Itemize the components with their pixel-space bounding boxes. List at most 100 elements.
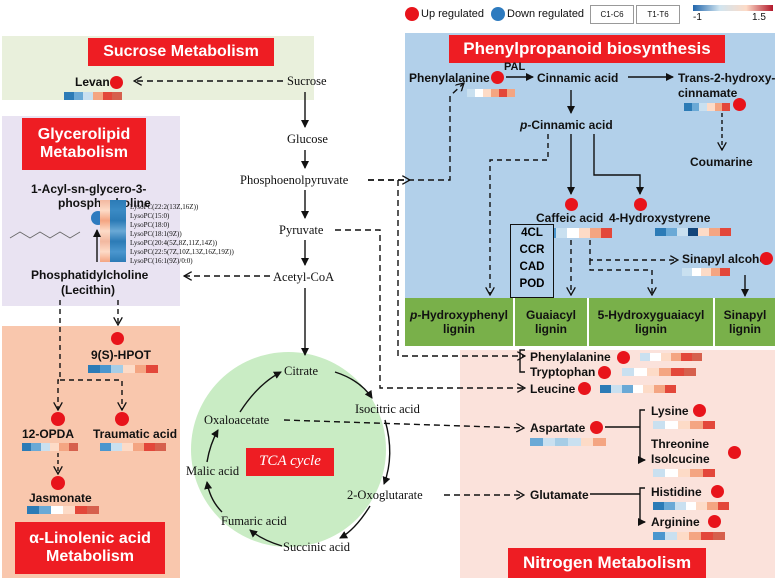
color-scale-min: -1: [693, 12, 702, 23]
succinic-acid-node: Succinic acid: [283, 540, 350, 554]
caffeic-acid-label: Caffeic acid: [536, 211, 604, 225]
pal-enzyme-label: PAL: [504, 61, 526, 73]
control-legend-box: C1-C6: [590, 5, 634, 24]
down-regulated-legend-dot: [491, 7, 505, 21]
arrow-caffeic-hydroxyguaiacyl: [589, 260, 652, 295]
p-cinnamic-acid-label: p-Cinnamic acid: [520, 118, 613, 132]
lysine-up-dot: [693, 404, 706, 417]
malic-acid-node: Malic acid: [186, 464, 240, 478]
color-scale-bar: [693, 5, 773, 11]
phenylalanine-label: Phenylalanine: [409, 71, 490, 85]
citrate-node: Citrate: [284, 364, 319, 378]
sucrose-node: Sucrose: [287, 74, 327, 88]
phosphatidylcholine-label-line2: (Lecithin): [61, 283, 115, 297]
sinapyl-lignin-line1: Sinapyl: [723, 307, 767, 322]
cinnamic-acid-label: Cinnamic acid: [537, 71, 619, 85]
oxaloacetate-node: Oxaloacetate: [204, 413, 270, 427]
lysine-label: Lysine: [651, 404, 689, 418]
arrow-malic-oxaloacetate: [206, 429, 219, 463]
sinapyl-alcohol-label: Sinapyl alcohol: [682, 252, 771, 266]
sucrose-metabolism-title: Sucrose Metabolism: [88, 38, 274, 66]
tryptophan-up-dot: [598, 366, 611, 379]
levan-label: Levan: [75, 75, 110, 89]
arginine-up-dot: [708, 515, 721, 528]
aspartate-label: Aspartate: [530, 421, 586, 435]
phenylpropanoid-biosynthesis-title: Phenylpropanoid biosynthesis: [449, 35, 725, 63]
leucine-heatmap: [600, 385, 677, 393]
tryptophan-label: Tryptophan: [530, 365, 596, 379]
leucine-up-dot: [578, 382, 591, 395]
lysopc-item: LysoPC(18:1(9Z)): [130, 230, 182, 238]
acyl-glycero-label-line1: 1-Acyl-sn-glycero-3-: [31, 182, 147, 196]
tryptophan-heatmap: [622, 368, 696, 376]
jasmonate-heatmap: [27, 506, 99, 514]
traumatic-acid-label: Traumatic acid: [93, 427, 178, 441]
down-regulated-legend-label: Down regulated: [507, 8, 585, 20]
arrow-pep-phenylalanine: [368, 83, 464, 181]
arrow-glycero-opda: [58, 300, 60, 410]
jasmonate-up-dot: [51, 476, 65, 490]
caffeic-acid-up-dot: [565, 198, 578, 211]
arrow-oxaloacetate-aspartate: [283, 419, 524, 428]
aromatic-bracket: [519, 349, 525, 373]
hpot-heatmap: [88, 365, 159, 373]
hydroxyphenyl-lignin-line2: lignin: [443, 322, 475, 336]
histidine-heatmap: [653, 502, 730, 510]
acetyl-coa-node: Acetyl-CoA: [273, 270, 335, 284]
tca-cycle-label: TCA cycle: [246, 448, 334, 476]
linolenic-metabolism-title: α-Linolenic acid Metabolism: [15, 522, 165, 574]
glutamate-bracket: [638, 487, 646, 526]
arrow-pcinnamic-hydroxystyrene: [593, 134, 644, 195]
sinapyl-lignin-line2: lignin: [729, 322, 761, 336]
threonine-isoleucine-up-dot: [728, 446, 741, 459]
isoleucine-label: Isolcucine: [651, 452, 710, 466]
arginine-heatmap: [653, 532, 725, 540]
phenylalanine-up-dot: [491, 71, 504, 84]
treatment-legend-box: T1-T6: [636, 5, 680, 24]
hydroxystyrene-label: 4-Hydroxystyrene: [609, 211, 711, 225]
lysopc-item: LysoPC(22:5(7Z,10Z,13Z,16Z,19Z)): [130, 248, 234, 256]
hydroxyphenyl-lignin-prefix: p-: [409, 307, 422, 322]
levan-up-dot: [110, 76, 123, 89]
arrow-oxaloacetate-citrate: [239, 371, 282, 413]
n-phenylalanine-label: Phenylalanine: [530, 350, 611, 364]
hpot-label: 9(S)-HPOT: [91, 348, 151, 362]
histidine-up-dot: [711, 485, 724, 498]
trans-hydroxycinnamate-label-line1: Trans-2-hydroxy-: [678, 71, 776, 85]
arrow-pcinnamic-hydroxyphenyl: [490, 134, 549, 295]
hpot-up-dot: [111, 332, 124, 345]
enzyme-pod: POD: [519, 278, 545, 290]
glycerolipid-metabolism-title: Glycerolipid Metabolism: [22, 118, 146, 170]
arrow-caffeic-sinapyl: [589, 240, 678, 260]
up-regulated-legend-dot: [405, 7, 419, 21]
lysopc-item: LysoPC(16:1(9Z)/0:0): [130, 257, 193, 265]
threonine-isoleucine-heatmap: [653, 469, 716, 477]
p-cinnamic-prefix: p-: [520, 118, 532, 132]
hydroxyguaiacyl-lignin-line2: lignin: [635, 322, 667, 336]
color-scale-max: 1.5: [752, 12, 766, 23]
pc-structure: [9, 231, 81, 239]
enzyme-cad: CAD: [519, 261, 545, 273]
trans-hydroxycinnamate-label-line2: cinnamate: [678, 86, 738, 100]
lysopc-list: LysoPC(22:2(13Z,16Z)) LysoPC(15:0) LysoP…: [130, 203, 234, 266]
traumatic-heatmap: [100, 443, 166, 451]
lysopc-item: LysoPC(18:0): [130, 221, 170, 229]
arrow-pyruvate-leucine: [335, 229, 525, 388]
p-cinnamic-rest: Cinnamic acid: [531, 118, 613, 132]
opda-up-dot: [51, 412, 65, 426]
leucine-label: Leucine: [530, 382, 576, 396]
hydroxystyrene-up-dot: [634, 198, 647, 211]
enzyme-ccr: CCR: [519, 244, 545, 256]
aspartate-bracket: [638, 409, 646, 464]
opda-label: 12-OPDA: [22, 427, 75, 441]
coumarine-label: Coumarine: [690, 155, 753, 169]
arrow-pep-aromatic: [397, 180, 525, 356]
hydroxyphenyl-lignin-line1: Hydroxyphenyl: [421, 307, 509, 322]
arrow-succinic-fumaric: [249, 529, 283, 547]
fumaric-acid-node: Fumaric acid: [221, 514, 287, 528]
lysine-heatmap: [653, 421, 716, 429]
phenylalanine-heatmap: [467, 89, 515, 97]
